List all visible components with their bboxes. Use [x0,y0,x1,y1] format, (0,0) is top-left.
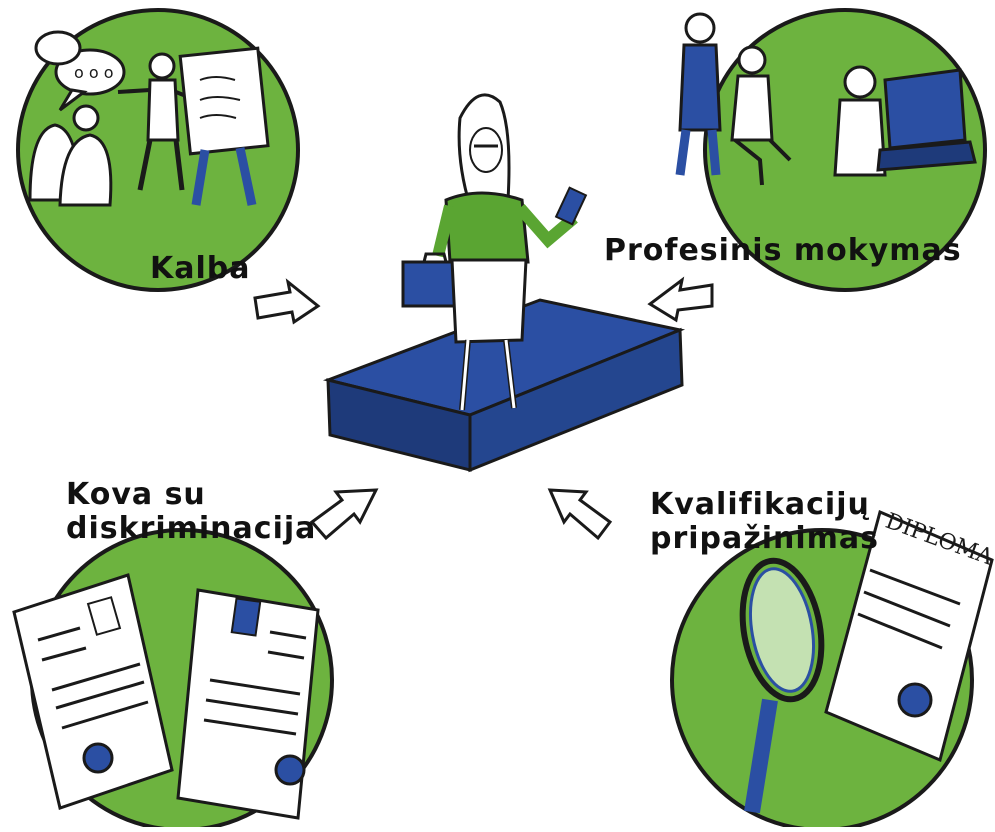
label-language: Kalba [150,251,251,286]
circle-qualifications: DIPLOMA [547,488,995,832]
label-vocational-training: Profesinis mokymas [604,233,962,268]
label-anti-discrimination-line1: Kova su [66,477,206,512]
label-anti-discrimination-line2: diskriminacija [66,511,317,546]
label-anti-discrimination: Kova su diskriminacija [66,478,316,546]
label-qualifications: Kvalifikacijų pripažinimas [650,488,879,556]
central-woman-figure [401,93,588,411]
circle-anti-discrimination [12,488,379,832]
svg-text:o o o: o o o [74,63,114,82]
label-qualifications-line2: pripažinimas [650,521,880,556]
platform [322,298,686,473]
label-qualifications-line1: Kvalifikacijų [650,487,870,522]
circle-vocational-training [647,8,987,323]
circle-language: o o o [16,8,321,325]
